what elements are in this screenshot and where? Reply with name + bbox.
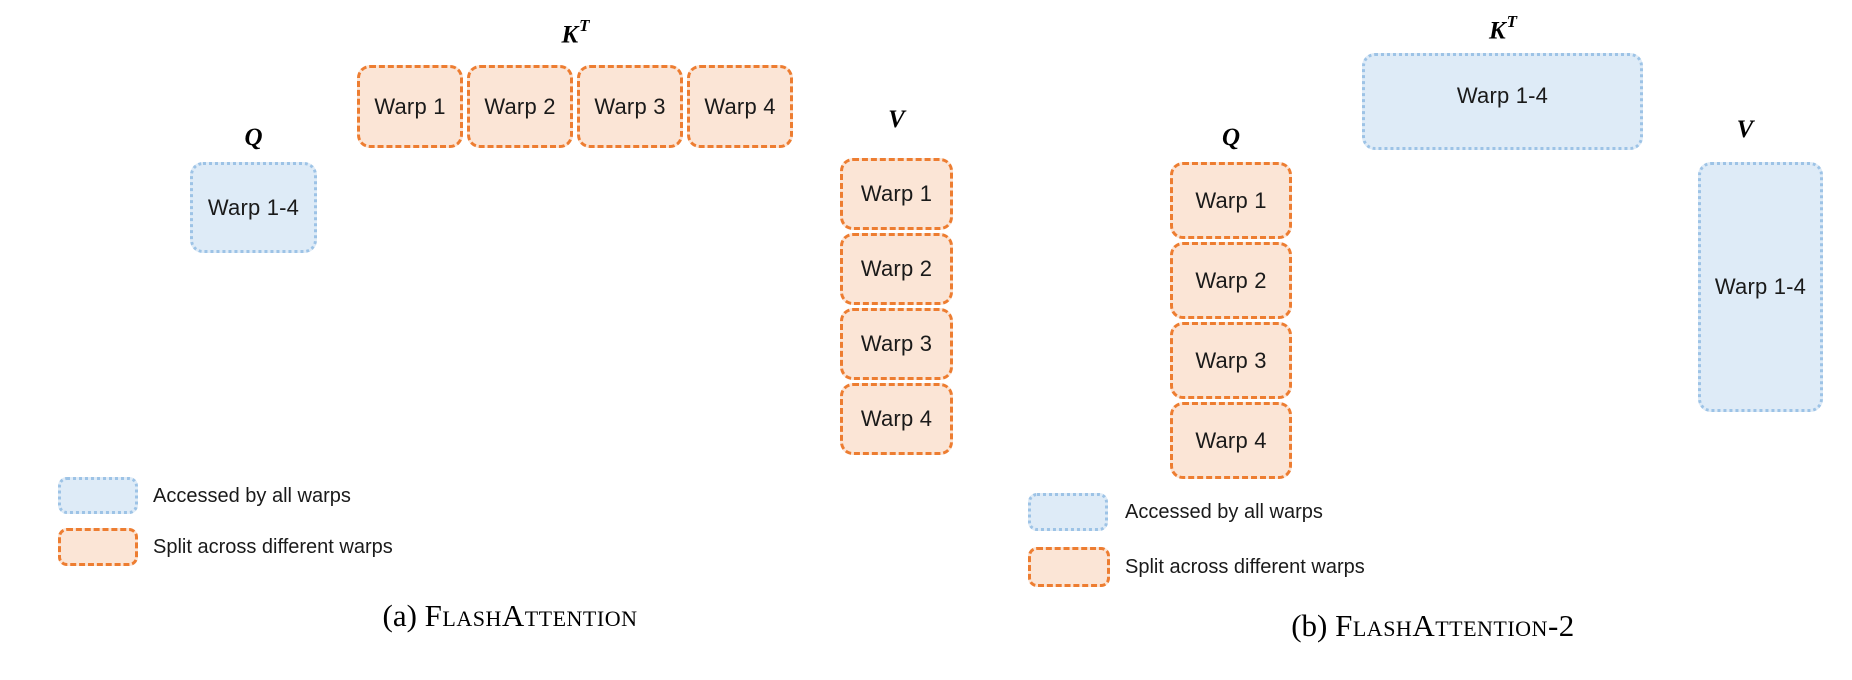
fig-b-q-warp-1: Warp 1 — [1170, 162, 1292, 239]
fig-b-v-block: Warp 1-4 — [1698, 162, 1823, 412]
warp-label: Warp 1 — [1195, 187, 1267, 213]
fig-b-q-warp-4: Warp 4 — [1170, 402, 1292, 479]
fig-a-v-warp-4: Warp 4 — [840, 383, 953, 455]
fig-b-legend-orange-swatch — [1028, 547, 1110, 587]
warp-label: Warp 2 — [860, 256, 933, 281]
warp-label: Warp 3 — [1195, 347, 1267, 373]
warp-label: Warp 2 — [1195, 267, 1267, 293]
fig-a-q-block: Warp 1-4 — [190, 162, 317, 253]
legend-label: Accessed by all warps — [153, 484, 351, 507]
fig-a-v-warp-3: Warp 3 — [840, 308, 953, 380]
fig-a-v-warp-2: Warp 2 — [840, 233, 953, 305]
fig-a-v-label: V — [840, 106, 953, 134]
warp-label: Warp 1 — [860, 181, 933, 206]
legend-label: Split across different warps — [153, 535, 393, 558]
warp-label: Warp 3 — [860, 331, 933, 356]
fig-b-caption: (b) FlashAttention-2 — [1153, 608, 1713, 644]
warp-label: Warp 1 — [374, 93, 446, 119]
fig-b-kt-block: Warp 1-4 — [1362, 53, 1643, 150]
fig-b-q-label: Q — [1170, 124, 1292, 152]
fig-a-caption: (a) FlashAttention — [230, 598, 790, 634]
warp-range-label: Warp 1-4 — [1456, 82, 1549, 108]
fig-a-legend-blue-swatch — [58, 477, 138, 514]
v-symbol: V — [1736, 116, 1754, 143]
k-symbol: K — [1488, 17, 1506, 45]
warp-label: Warp 4 — [1195, 427, 1267, 453]
fig-b-q-warp-2: Warp 2 — [1170, 242, 1292, 319]
caption-prefix: (b) — [1291, 608, 1328, 643]
k-symbol: K — [561, 21, 579, 49]
warp-label: Warp 3 — [594, 93, 666, 119]
q-symbol: Q — [1221, 124, 1241, 151]
fig-a-q-label: Q — [190, 124, 317, 152]
fig-b-legend-blue-swatch — [1028, 493, 1108, 531]
transpose-superscript: T — [1506, 12, 1518, 31]
v-symbol: V — [888, 106, 905, 133]
fig-b-q-warp-3: Warp 3 — [1170, 322, 1292, 399]
fig-a-legend-orange-text: Split across different warps — [153, 528, 393, 566]
warp-label: Warp 2 — [484, 93, 556, 119]
legend-label: Accessed by all warps — [1125, 500, 1323, 523]
fig-a-legend-blue-text: Accessed by all warps — [153, 477, 351, 515]
fig-b-legend-blue-text: Accessed by all warps — [1125, 493, 1323, 531]
warp-label: Warp 4 — [704, 93, 776, 119]
caption-prefix: (a) — [382, 598, 417, 633]
fig-a-kt-label: KT — [357, 16, 793, 49]
q-symbol: Q — [244, 124, 263, 151]
fig-a-kt-warp-3: Warp 3 — [577, 65, 683, 148]
fig-a-legend-orange-swatch — [58, 528, 138, 566]
fig-b-v-label: V — [1690, 116, 1800, 144]
warp-range-label: Warp 1-4 — [207, 194, 300, 220]
transpose-superscript: T — [579, 16, 590, 35]
fig-a-v-warp-1: Warp 1 — [840, 158, 953, 230]
fig-b-legend-orange-text: Split across different warps — [1125, 548, 1365, 586]
warp-range-label: Warp 1-4 — [1714, 274, 1807, 299]
legend-label: Split across different warps — [1125, 555, 1365, 578]
caption-title: FlashAttention-2 — [1335, 608, 1575, 643]
warp-label: Warp 4 — [860, 406, 933, 431]
fig-a-kt-warp-2: Warp 2 — [467, 65, 573, 148]
caption-title: FlashAttention — [424, 598, 638, 633]
fig-b-kt-label: KT — [1362, 12, 1643, 45]
fig-a-kt-warp-4: Warp 4 — [687, 65, 793, 148]
fig-a-kt-warp-1: Warp 1 — [357, 65, 463, 148]
